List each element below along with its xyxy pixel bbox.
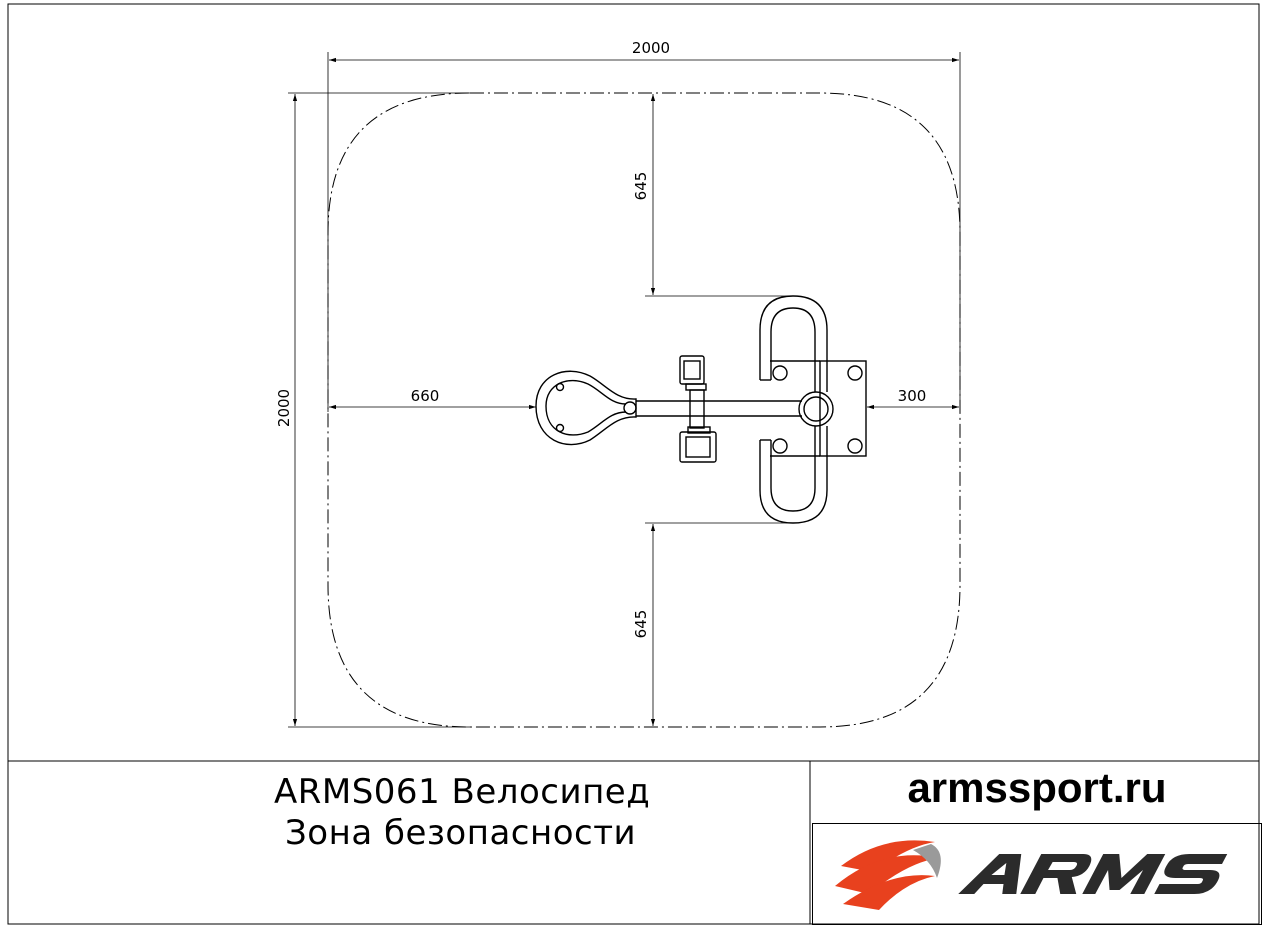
handlebar <box>535 370 637 446</box>
dimension-right-clearance: 300 <box>898 387 927 405</box>
safety-zone-subtitle: Зона безопасности <box>285 813 637 853</box>
arms-logo-mark <box>835 840 1228 910</box>
safety-zone-outline <box>327 92 961 728</box>
dimension-overall-width: 2000 <box>632 39 670 57</box>
bicycle-equipment <box>535 295 867 524</box>
website-link[interactable]: armssport.ru <box>907 764 1167 811</box>
dimension-overall-height: 2000 <box>275 389 293 427</box>
arms-logo <box>812 823 1262 925</box>
product-title: ARMS061 Велосипед <box>274 772 651 812</box>
dimension-bottom-clearance: 645 <box>632 610 650 639</box>
dimension-left-clearance: 660 <box>411 387 440 405</box>
dimension-top-clearance: 645 <box>632 172 650 201</box>
sheet-border <box>7 3 1260 925</box>
